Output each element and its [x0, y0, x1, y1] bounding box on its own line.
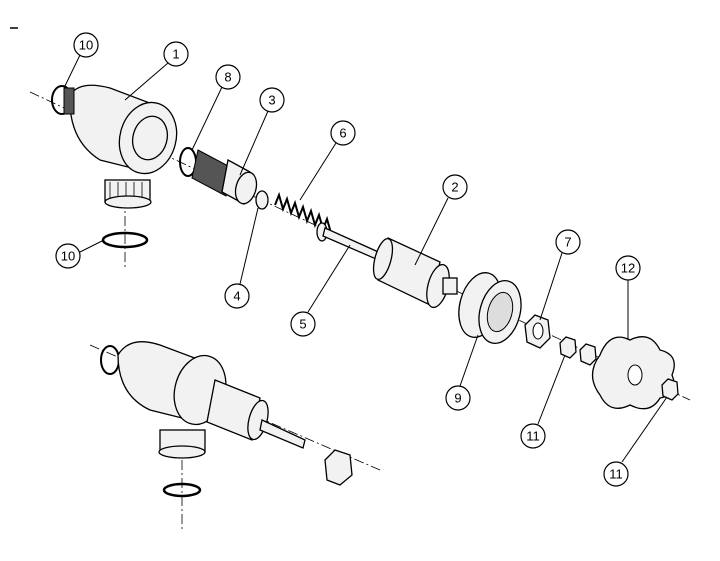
svg-text:11: 11 [609, 467, 623, 482]
valve-body-1 [63, 84, 178, 209]
svg-text:10: 10 [61, 249, 75, 264]
svg-text:3: 3 [268, 93, 275, 108]
callout-2: 2 [442, 174, 468, 200]
svg-text:11: 11 [526, 429, 540, 444]
callout-11-b: 11 [603, 461, 629, 487]
lock-nut-7 [524, 314, 551, 349]
callout-9: 9 [445, 385, 471, 411]
assembled-view [89, 341, 381, 530]
stem-5 [316, 222, 386, 263]
callout-8: 8 [215, 64, 241, 90]
svg-text:10: 10 [79, 38, 93, 53]
svg-text:7: 7 [564, 235, 571, 250]
svg-text:8: 8 [224, 70, 231, 85]
svg-text:1: 1 [172, 47, 179, 62]
callout-1: 1 [163, 41, 189, 67]
callout-6: 6 [330, 120, 356, 146]
svg-text:9: 9 [454, 391, 461, 406]
svg-text:2: 2 [451, 180, 458, 195]
seal-4 [255, 190, 269, 210]
nut-11-b [661, 378, 679, 401]
cartridge-3 [191, 149, 258, 205]
callout-10-bottom: 10 [55, 243, 81, 269]
callout-4: 4 [224, 283, 250, 309]
bonnet-2 [372, 237, 458, 309]
callout-7: 7 [555, 229, 581, 255]
callout-3: 3 [259, 87, 285, 113]
union-nut-9 [458, 272, 522, 344]
nut-11-a [559, 336, 597, 366]
svg-text:5: 5 [299, 317, 306, 332]
svg-text:12: 12 [621, 261, 635, 276]
leader-lines [63, 54, 668, 463]
callout-11-a: 11 [520, 423, 546, 449]
callout-5: 5 [290, 311, 316, 337]
callout-10-top: 10 [73, 32, 99, 58]
handwheel-12 [591, 336, 675, 410]
svg-text:4: 4 [233, 289, 240, 304]
callout-12: 12 [615, 255, 641, 281]
svg-text:6: 6 [339, 126, 346, 141]
